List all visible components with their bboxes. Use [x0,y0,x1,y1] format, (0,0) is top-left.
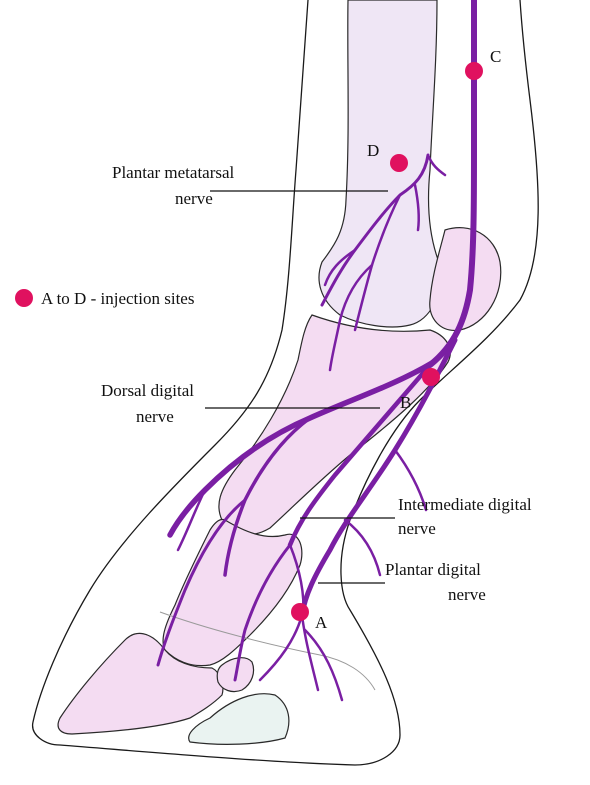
site-letter-d: D [367,141,379,160]
legend-marker [15,289,33,307]
injection-site-c [465,62,483,80]
label-plantar-digital-line1: Plantar digital [385,560,481,579]
site-letter-b: B [400,393,411,412]
plantar-digital-branch-5 [345,520,380,575]
injection-site-a [291,603,309,621]
label-dorsal-digital-line1: Dorsal digital [101,381,194,400]
plantar-digital-branch-3 [305,630,342,700]
label-plantar-digital-line2: nerve [448,585,486,604]
plantar-digital-branch-2 [260,615,302,680]
injection-site-d [390,154,408,172]
label-intermediate-digital-line1: Intermediate digital [398,495,532,514]
label-plantar-metatarsal-line1: Plantar metatarsal [112,163,235,182]
site-letter-a: A [315,613,328,632]
label-intermediate-digital-line2: nerve [398,519,436,538]
injection-site-b [422,368,440,386]
legend-text: A to D - injection sites [41,289,194,308]
site-letter-c: C [490,47,501,66]
label-plantar-metatarsal-line2: nerve [175,189,213,208]
label-dorsal-digital-line2: nerve [136,407,174,426]
